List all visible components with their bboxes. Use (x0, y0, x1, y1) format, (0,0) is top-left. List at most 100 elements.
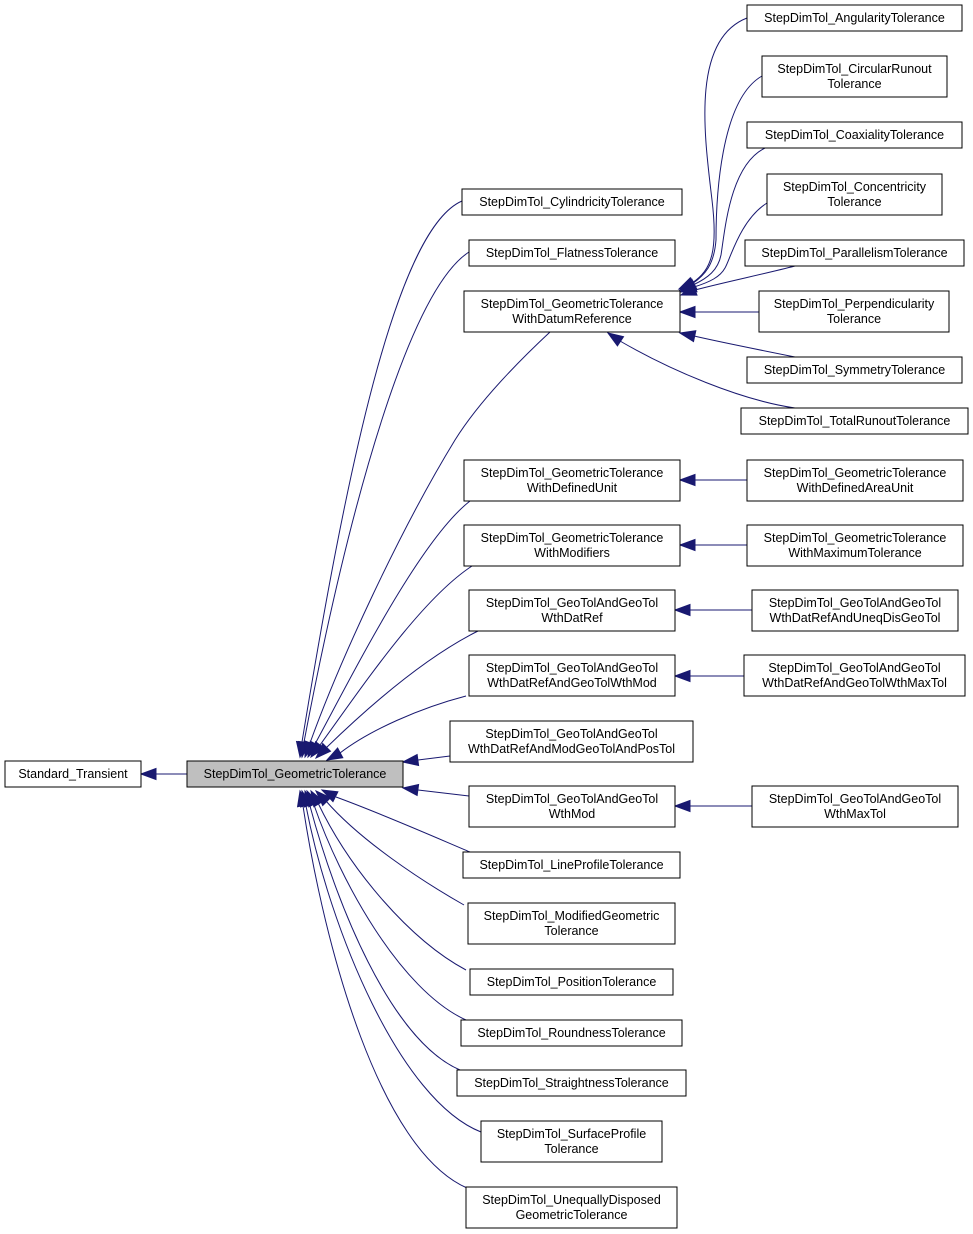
class-name-line: StepDimTol_SurfaceProfile (497, 1127, 646, 1141)
edge-arrowhead (325, 747, 344, 761)
class-node-box (751, 785, 959, 828)
class-node-coaxiality[interactable]: StepDimTol_CoaxialityTolerance (746, 121, 963, 149)
class-node-line-profile[interactable]: StepDimTol_LineProfileTolerance (462, 851, 681, 879)
class-node-box (4, 760, 142, 788)
inheritance-edge-gtagt_dat_ref_uneq_dis-to-gtagt_wth_dat_ref (673, 603, 752, 617)
edge-arrowhead (673, 603, 691, 617)
inheritance-edge-geometric_tolerance-to-standard_transient (139, 767, 187, 781)
class-name-line: StepDimTol_Concentricity (783, 180, 927, 194)
inheritance-edge-total_runout-to-gt_with_datum_ref (606, 332, 796, 409)
edge-line (302, 805, 468, 1189)
class-node-total-runout[interactable]: StepDimTol_TotalRunoutTolerance (740, 407, 969, 435)
class-node-gt-with-datum-ref[interactable]: StepDimTol_GeometricToleranceWithDatumRe… (463, 290, 681, 333)
inheritance-edge-perpendicularity-to-gt_with_datum_ref (678, 305, 759, 319)
edge-line (694, 265, 796, 291)
inheritance-edge-gtagt_dat_ref_mod_pos-to-geometric_tolerance (401, 753, 451, 767)
class-node-box (746, 459, 964, 502)
class-node-gt-with-defined-unit[interactable]: StepDimTol_GeometricToleranceWithDefined… (463, 459, 681, 502)
class-node-box (468, 654, 676, 697)
class-node-gt-with-modifiers[interactable]: StepDimTol_GeometricToleranceWithModifie… (463, 524, 681, 567)
edge-arrowhead (678, 473, 696, 487)
class-nodes: Standard_Transient StepDimTol_GeometricTo… (4, 4, 969, 1229)
class-node-position[interactable]: StepDimTol_PositionTolerance (469, 968, 674, 996)
class-node-box (468, 239, 676, 267)
class-name-line: StepDimTol_CylindricityTolerance (479, 195, 665, 209)
class-node-angularity[interactable]: StepDimTol_AngularityTolerance (746, 4, 963, 32)
class-name-line: StepDimTol_GeoTolAndGeoTol (769, 596, 941, 610)
class-name-line: StepDimTol_SymmetryTolerance (764, 363, 945, 377)
inheritance-edge-gtagt_wth_mod-to-geometric_tolerance (401, 783, 470, 797)
class-node-gtagt-dat-ref-mod-pos[interactable]: StepDimTol_GeoTolAndGeoTolWthDatRefAndMo… (449, 720, 694, 763)
inheritance-edge-gtagt_dat_ref_gt_wth_mod-to-geometric_tolerance (325, 695, 467, 761)
edge-arrowhead (139, 767, 157, 781)
class-name-line: WithModifiers (534, 546, 610, 560)
inheritance-edge-gtagt_wth_dat_ref-to-geometric_tolerance (314, 630, 479, 760)
class-node-symmetry[interactable]: StepDimTol_SymmetryTolerance (746, 356, 963, 384)
class-node-box (746, 4, 963, 32)
inheritance-edge-gt_with_defined_unit-to-geometric_tolerance (307, 500, 471, 759)
class-node-gtagt-dat-ref-gt-wth-max-tol[interactable]: StepDimTol_GeoTolAndGeoTolWthDatRefAndGe… (743, 654, 966, 697)
edge-line (301, 200, 463, 743)
class-node-gtagt-dat-ref-gt-wth-mod[interactable]: StepDimTol_GeoTolAndGeoTolWthDatRefAndGe… (468, 654, 676, 697)
class-name-line: WthDatRefAndUneqDisGeoTol (770, 611, 941, 625)
edge-arrowhead (401, 783, 420, 797)
inheritance-edge-gt_with_modifiers-to-geometric_tolerance (310, 565, 473, 759)
class-name-line: WthDatRef (541, 611, 603, 625)
class-node-parallelism[interactable]: StepDimTol_ParallelismTolerance (744, 239, 965, 267)
edge-line (303, 251, 470, 743)
class-name-line: StepDimTol_GeometricTolerance (481, 297, 664, 311)
class-node-box (456, 1069, 687, 1097)
class-name-line: StepDimTol_CircularRunout (777, 62, 932, 76)
edge-arrowhead (673, 799, 691, 813)
inheritance-edge-flatness-to-geometric_tolerance (297, 251, 470, 759)
class-node-gt-with-maximum-tolerance[interactable]: StepDimTol_GeometricToleranceWithMaximum… (746, 524, 964, 567)
class-name-line: Tolerance (544, 924, 598, 938)
class-node-flatness[interactable]: StepDimTol_FlatnessTolerance (468, 239, 676, 267)
class-node-box (469, 968, 674, 996)
edge-line (305, 805, 482, 1133)
edge-arrowhead (606, 332, 625, 347)
class-node-standard-transient[interactable]: Standard_Transient (4, 760, 142, 788)
class-node-geometric-tolerance[interactable]: StepDimTol_GeometricTolerance (186, 760, 404, 788)
edge-line (319, 565, 473, 746)
edge-arrowhead (678, 305, 696, 319)
class-node-unequally-disposed[interactable]: StepDimTol_UnequallyDisposedGeometricTol… (465, 1186, 678, 1229)
class-node-box (468, 785, 676, 828)
class-node-box (761, 55, 948, 98)
class-node-box (740, 407, 969, 435)
edge-line (693, 335, 796, 358)
class-node-box (743, 654, 966, 697)
edge-line (309, 805, 461, 1071)
class-name-line: Tolerance (544, 1142, 598, 1156)
class-node-box (744, 239, 965, 267)
class-node-box (449, 720, 694, 763)
edge-line (325, 630, 479, 749)
class-name-line: StepDimTol_UnequallyDisposed (482, 1193, 661, 1207)
inheritance-edge-parallelism-to-gt_with_datum_ref (679, 265, 796, 296)
edge-arrowhead (679, 283, 698, 296)
class-node-gt-with-defined-area-unit[interactable]: StepDimTol_GeometricToleranceWithDefined… (746, 459, 964, 502)
edge-line (339, 695, 467, 754)
edge-arrowhead (401, 753, 420, 767)
class-node-cylindricity[interactable]: StepDimTol_CylindricityTolerance (461, 188, 683, 216)
class-node-box (463, 524, 681, 567)
class-name-line: StepDimTol_FlatnessTolerance (486, 246, 658, 260)
class-node-gtagt-dat-ref-uneq-dis[interactable]: StepDimTol_GeoTolAndGeoTolWthDatRefAndUn… (751, 589, 959, 632)
class-node-box (463, 459, 681, 502)
class-node-box (746, 524, 964, 567)
class-name-line: StepDimTol_GeometricTolerance (481, 466, 664, 480)
class-node-box (751, 589, 959, 632)
class-node-roundness[interactable]: StepDimTol_RoundnessTolerance (460, 1019, 683, 1047)
edge-line (417, 755, 451, 761)
class-node-straightness[interactable]: StepDimTol_StraightnessTolerance (456, 1069, 687, 1097)
class-name-line: WthDatRefAndModGeoTolAndPosTol (468, 742, 675, 756)
